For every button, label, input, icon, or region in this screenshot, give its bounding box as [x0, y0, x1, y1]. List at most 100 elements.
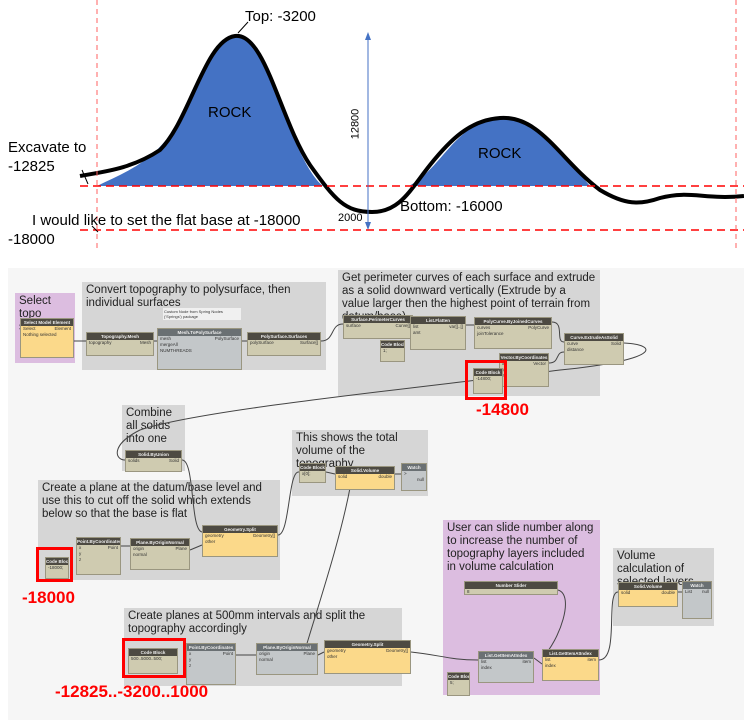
input-port[interactable]: list [545, 657, 551, 662]
input-port[interactable]: z [79, 557, 82, 562]
input-port[interactable]: x[0]; [302, 471, 311, 476]
input-port[interactable]: curves [477, 325, 491, 330]
input-port[interactable]: distance [567, 347, 584, 352]
input-port[interactable]: z [502, 373, 505, 378]
output-port[interactable]: Solid [610, 341, 621, 346]
input-port[interactable]: normal [259, 657, 273, 662]
input-port[interactable]: other [205, 539, 216, 544]
output-port[interactable]: Geometry[] [252, 533, 275, 538]
output-port[interactable]: double [661, 590, 675, 595]
output-port[interactable]: Point [107, 545, 118, 550]
input-port[interactable]: y [189, 657, 192, 662]
output-port[interactable]: item [522, 659, 531, 664]
input-port[interactable]: > [404, 471, 407, 476]
input-port[interactable]: index [545, 663, 556, 668]
input-port[interactable]: solid [621, 590, 631, 595]
input-port[interactable]: 5; [450, 680, 454, 685]
input-port[interactable]: polySurface [250, 340, 274, 345]
input-port[interactable]: z [189, 663, 192, 668]
node-code-block[interactable]: Code Block-18000; [45, 557, 69, 579]
node-watch[interactable]: Watch>null [401, 463, 427, 491]
input-port[interactable]: other [327, 654, 338, 659]
input-port[interactable]: solid [338, 474, 348, 479]
output-port[interactable]: Mesh [139, 340, 151, 345]
output-port[interactable]: Point [222, 651, 233, 656]
input-port[interactable]: mergeAll [160, 342, 178, 347]
input-port[interactable]: solids [128, 458, 140, 463]
input-port[interactable]: x [79, 545, 82, 550]
output-port[interactable]: null [701, 589, 709, 594]
input-port[interactable]: NUMTHREADS [160, 348, 192, 353]
output-port[interactable]: Plane [303, 651, 315, 656]
node-code-block[interactable]: Code Block-14800; [473, 368, 503, 394]
input-port[interactable]: origin [259, 651, 271, 656]
input-port[interactable]: amt [413, 330, 421, 335]
output-port[interactable]: var[]..[] [449, 324, 463, 329]
input-port[interactable]: list [413, 324, 419, 329]
input-port[interactable]: topography [89, 340, 112, 345]
input-port[interactable]: curve [567, 341, 579, 346]
output-port[interactable]: Vector [533, 361, 546, 366]
output-port[interactable]: double [378, 474, 392, 479]
input-port[interactable]: surface [346, 323, 361, 328]
input-port[interactable]: mesh [160, 336, 172, 341]
input-port[interactable]: -18000; [48, 565, 64, 570]
output-port[interactable]: Solid [168, 458, 179, 463]
input-port[interactable]: geometry [327, 648, 346, 653]
input-port[interactable]: index [481, 665, 492, 670]
input-port[interactable]: 1; [383, 348, 387, 353]
node-title: Point.ByCoordinates [77, 538, 120, 545]
output-port[interactable]: Plane [175, 546, 187, 551]
output-port[interactable]: Geometry[] [385, 648, 408, 653]
input-port[interactable]: x [502, 361, 505, 366]
output-port[interactable]: Surface[] [299, 340, 318, 345]
input-port[interactable]: y [502, 367, 505, 372]
output-port[interactable]: PolyCurve [528, 325, 549, 330]
output-port[interactable]: null [416, 477, 424, 482]
input-port[interactable]: joinTolerance [477, 331, 504, 336]
input-port[interactable]: 8 [467, 589, 470, 594]
input-port[interactable]: -14800; [476, 376, 492, 381]
input-port[interactable]: x [189, 651, 192, 656]
output-port[interactable]: PolySurface [214, 336, 239, 341]
input-port[interactable]: list [481, 659, 487, 664]
output-port[interactable]: Curve[] [395, 323, 410, 328]
input-port[interactable]: 500..5000..500; [131, 656, 163, 661]
excavate-label: Excavate to [8, 139, 87, 156]
input-port[interactable]: y [79, 551, 82, 556]
input-port[interactable]: origin [133, 546, 145, 551]
node-title: Solid.ByUnion [126, 451, 181, 458]
input-port[interactable]: Select [23, 326, 36, 331]
output-port[interactable]: Element [54, 326, 71, 331]
input-port[interactable]: normal [133, 552, 147, 557]
input-port[interactable]: List [685, 589, 693, 594]
input-port[interactable]: geometry [205, 533, 224, 538]
output-port[interactable]: item [587, 657, 596, 662]
